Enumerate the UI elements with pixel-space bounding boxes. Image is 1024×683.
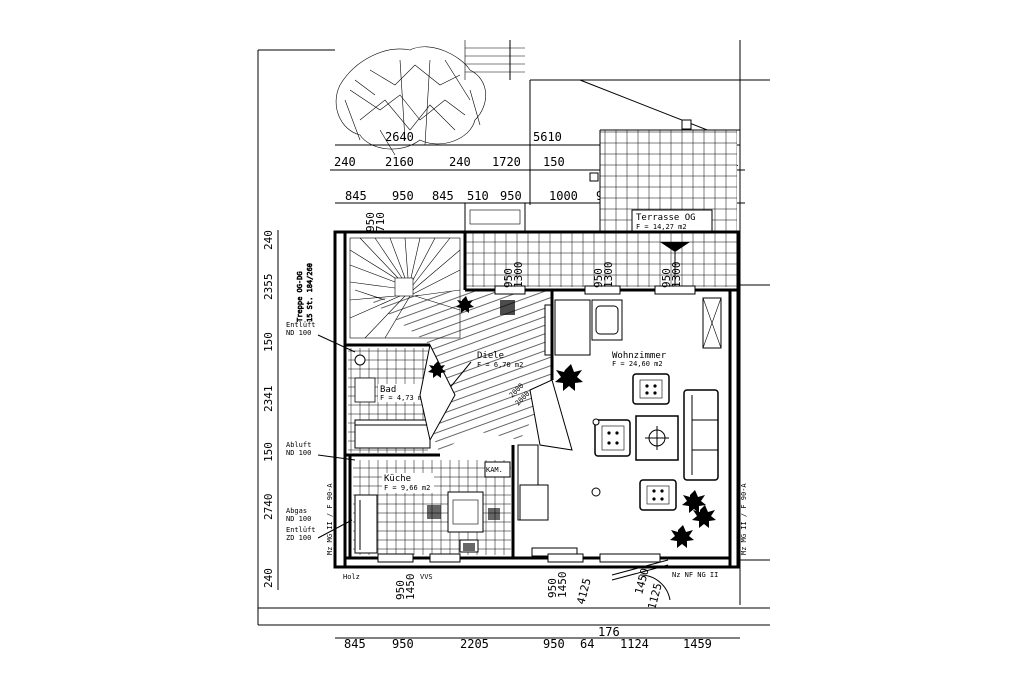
- dim-top1-0: 2640: [385, 130, 414, 144]
- dim-top1-1: 5610: [533, 130, 562, 144]
- dim-bot-2: 2205: [460, 637, 489, 651]
- dim-top2-2: 240: [449, 155, 471, 169]
- kueche-title: Küche: [384, 474, 411, 484]
- kamin-label: KAM.: [486, 466, 503, 474]
- wall-label-right: Mz MG II / F 90-A: [740, 483, 748, 555]
- diele-area: F = 6,70 m2: [477, 361, 523, 369]
- abgas-a: Abgas: [286, 507, 307, 515]
- open-dim-11: 1450: [556, 572, 569, 599]
- dim-bot-1: 950: [392, 637, 414, 651]
- open-dim-5: 1300: [602, 262, 615, 289]
- dim-top3-2: 845: [432, 189, 454, 203]
- dim-bot-0: 845: [344, 637, 366, 651]
- bad-area: F = 4,73 m2: [380, 394, 426, 402]
- dimension-bottom: 845 950 2205 950 64 1124 1459 176: [335, 625, 740, 651]
- dimension-left: 240 2355 150 2341 150 2740 240: [262, 230, 279, 590]
- terrasse-area: F = 14,27 m2: [636, 223, 687, 231]
- bathroom: Bad F = 4,73 m2: [348, 343, 456, 453]
- dim-top2-1: 2160: [385, 155, 414, 169]
- vvs-label: VVS: [420, 573, 433, 581]
- dim-left-6: 240: [262, 568, 275, 588]
- entluft2-a: Entlüft: [286, 526, 316, 534]
- terrasse-title: Terrasse OG: [636, 213, 696, 223]
- diele-title: Diele: [477, 351, 504, 361]
- entluft1-b: ND 100: [286, 329, 311, 337]
- open-dim-0: 950: [364, 212, 377, 232]
- frame-lines: [257, 40, 770, 626]
- dim-bot-6: 1459: [683, 637, 712, 651]
- opening-dims: 950 710 950 1300 950 1300 950 1300 950 1…: [364, 212, 683, 600]
- abluft-b: ND 100: [286, 449, 311, 457]
- dim-left-3: 2341: [262, 386, 275, 413]
- tree-sketch: [335, 46, 486, 156]
- bad-title: Bad: [380, 385, 396, 395]
- kitchen: Küche F = 9,66 m2 KAM.: [353, 460, 511, 555]
- plant-symbols: [428, 296, 716, 548]
- open-dim-2: 950: [502, 268, 515, 288]
- abgas-b: ND 100: [286, 515, 311, 523]
- open-dim-1: 710: [374, 212, 387, 232]
- dim-bot-extra: 176: [598, 625, 620, 639]
- dim-bot-5: 1124: [620, 637, 649, 651]
- dim-left-4: 150: [262, 442, 275, 462]
- dim-top2-0: 240: [334, 155, 356, 169]
- staircase: Treppe OG-DG 15 St. 184/260: [296, 237, 461, 339]
- kueche-area: F = 9,66 m2: [384, 484, 430, 492]
- entluft2-b: ZD 100: [286, 534, 311, 542]
- wall-label-left: Mz MG II / F 90-A: [326, 483, 334, 555]
- living-room: Wohnzimmer F = 24,60 m2: [517, 297, 722, 557]
- open-dim-7: 1300: [670, 262, 683, 289]
- dim-top3-5: 1000: [549, 189, 578, 203]
- open-dim-8: 950: [394, 580, 407, 600]
- openings: [377, 285, 696, 601]
- open-dim-3: 1300: [512, 262, 525, 289]
- terrace: Terrasse OG F = 14,27 m2: [464, 119, 740, 290]
- dim-top3-4: 950: [500, 189, 522, 203]
- exterior-stairs: [464, 40, 525, 80]
- open-dim-6: 950: [660, 268, 673, 288]
- open-dim-10: 950: [546, 578, 559, 598]
- dim-left-1: 2355: [262, 274, 275, 301]
- dim-top3-0: 845: [345, 189, 367, 203]
- holz-label: Holz: [343, 573, 360, 581]
- dim-left-0: 240: [262, 230, 275, 250]
- dim-bot-4: 64: [580, 637, 594, 651]
- wohnzimmer-area: F = 24,60 m2: [612, 360, 663, 368]
- wohnzimmer-title: Wohnzimmer: [612, 351, 667, 361]
- dim-left-5: 2740: [262, 494, 275, 521]
- dim-top3-3: 510: [467, 189, 489, 203]
- dim-bot-3: 950: [543, 637, 565, 651]
- door-dim-0: 4125: [574, 577, 593, 606]
- dim-top2-3: 1720: [492, 155, 521, 169]
- entluft1-a: Entlüft: [286, 321, 316, 329]
- door-note: Nz NF NG II: [672, 571, 718, 579]
- open-dim-4: 950: [592, 268, 605, 288]
- dim-left-2: 150: [262, 332, 275, 352]
- dim-top2-4: 150: [543, 155, 565, 169]
- dim-top3-1: 950: [392, 189, 414, 203]
- annotations: Entlüft ND 100 Abluft ND 100 Abgas ND 10…: [286, 321, 748, 581]
- treppe-label: Treppe OG-DG: [296, 271, 304, 322]
- abluft-a: Abluft: [286, 441, 311, 449]
- diele: Diele F = 6,70 m2: [370, 290, 552, 455]
- door-dim-2: 1125: [645, 582, 664, 611]
- open-dim-9: 1450: [404, 574, 417, 601]
- treppe-sub: 15 St. 184/260: [306, 263, 314, 322]
